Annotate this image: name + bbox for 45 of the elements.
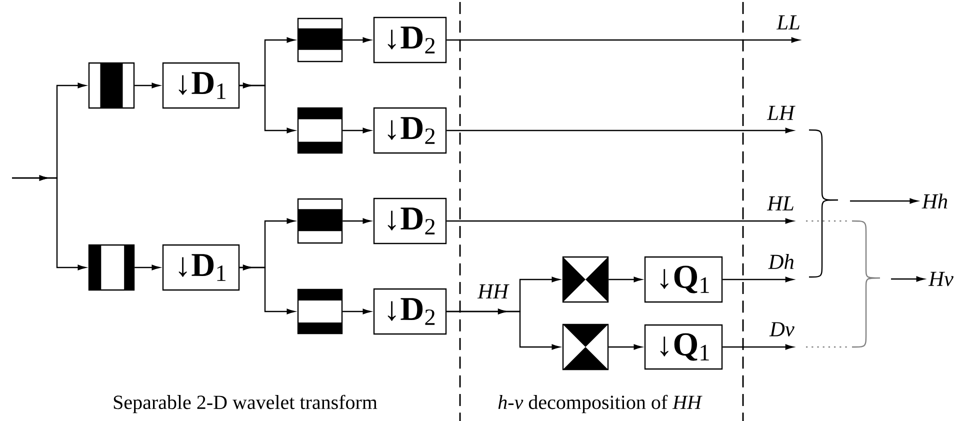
downsampling-box: ↓D$_{1}$ <box>162 244 240 291</box>
arrow <box>12 175 86 270</box>
arrow <box>446 308 560 350</box>
downsampling-box: ↓Q$_{1}$ <box>644 256 723 303</box>
arrow <box>891 276 924 282</box>
arrow <box>608 276 642 282</box>
filter-box <box>297 198 343 244</box>
output-label: Hh <box>922 194 948 208</box>
output-label: Hv <box>928 272 954 286</box>
edge-label: LH <box>766 106 796 120</box>
caption: Separable 2-D wavelet transform <box>114 394 378 414</box>
arrow <box>342 128 371 134</box>
filter-box <box>88 244 135 291</box>
arrow <box>240 82 295 134</box>
arrow <box>722 276 794 282</box>
filter-box <box>562 324 609 370</box>
signal-label: HH <box>477 284 510 298</box>
arrow <box>342 218 371 224</box>
arrow <box>446 37 800 43</box>
caption: h-v decomposition of HH <box>498 394 702 414</box>
arrow <box>446 218 794 224</box>
filter-box <box>297 18 343 62</box>
downsampling-box: ↓D$_{2}$ <box>373 16 447 64</box>
filter-box <box>88 62 135 109</box>
edge-label: Dv <box>769 322 794 336</box>
downsampling-box: ↓D$_{2}$ <box>373 107 447 154</box>
arrow <box>134 264 160 270</box>
downsampling-box: ↓D$_{2}$ <box>373 198 447 244</box>
arrow <box>134 82 160 88</box>
arrow <box>608 344 642 350</box>
downsampling-box: ↓D$_{2}$ <box>373 288 447 335</box>
edge-label: HL <box>766 196 794 210</box>
arrow <box>722 344 794 350</box>
edge-label: Dh <box>768 254 794 269</box>
arrow <box>342 37 371 43</box>
downsampling-box: ↓Q$_{1}$ <box>644 324 723 370</box>
downsampling-box: ↓D$_{1}$ <box>162 62 240 109</box>
edge-label: LL <box>776 15 800 30</box>
arrow <box>240 264 295 314</box>
arrow <box>342 308 371 314</box>
filter-box <box>297 107 343 154</box>
arrow <box>850 198 918 204</box>
filter-box <box>297 288 343 334</box>
arrow <box>446 128 794 134</box>
filter-box <box>562 256 609 303</box>
